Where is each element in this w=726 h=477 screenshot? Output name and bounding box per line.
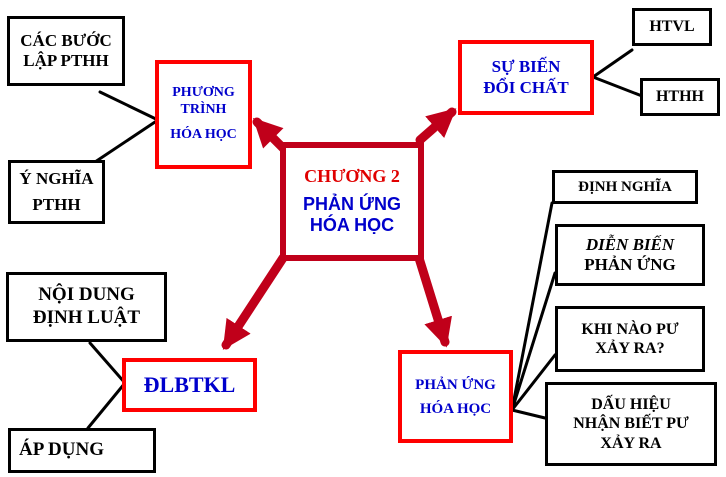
- center-node: CHƯƠNG 2 PHẢN ỨNG HÓA HỌC: [280, 142, 424, 261]
- arrow-to-su-bien-doi: [415, 107, 457, 145]
- leaf-dau-hieu: DẤU HIỆU NHẬN BIẾT PƯ XẢY RA: [545, 382, 717, 466]
- node-dlbtkl: ĐLBTKL: [122, 358, 257, 412]
- link-y-nghia: [93, 118, 160, 164]
- link-noi-dung: [88, 341, 127, 385]
- center-title-1: PHẢN ỨNG: [303, 193, 401, 214]
- arrow-to-phan-ung: [414, 253, 452, 348]
- leaf-hthh: HTHH: [640, 78, 720, 116]
- leaf-noi-dung: NỘI DUNG ĐỊNH LUẬT: [6, 272, 167, 342]
- link-ap-dung: [86, 381, 127, 430]
- leaf-ap-dung: ÁP DỤNG: [8, 428, 156, 473]
- leaf-cac-buoc: CÁC BƯỚC LẬP PTHH: [7, 16, 125, 86]
- link-cac-buoc: [98, 90, 160, 122]
- leaf-dinh-nghia: ĐỊNH NGHĨA: [552, 170, 698, 204]
- node-phan-ung: PHẢN ỨNG HÓA HỌC: [398, 350, 513, 443]
- center-title-2: HÓA HỌC: [309, 215, 395, 236]
- link-phan-ung-branches: [510, 201, 557, 420]
- node-su-bien-doi: SỰ BIẾN ĐỔI CHẤT: [458, 40, 594, 115]
- leaf-htvl: HTVL: [632, 8, 712, 46]
- arrow-to-phuong-trinh: [252, 117, 288, 153]
- link-hthh: [591, 75, 644, 98]
- node-phuong-trinh: PHƯƠNG TRÌNH HÓA HỌC: [155, 60, 252, 169]
- link-htvl: [591, 48, 634, 79]
- leaf-y-nghia: Ý NGHĨA PTHH: [8, 160, 105, 224]
- leaf-dien-bien: DIỄN BIẾN PHẢN ỨNG: [555, 224, 705, 286]
- center-chapter: CHƯƠNG 2: [304, 166, 400, 187]
- leaf-khi-nao: KHI NÀO PƯ XẢY RA?: [555, 306, 705, 372]
- arrow-to-dlbtkl: [221, 253, 288, 350]
